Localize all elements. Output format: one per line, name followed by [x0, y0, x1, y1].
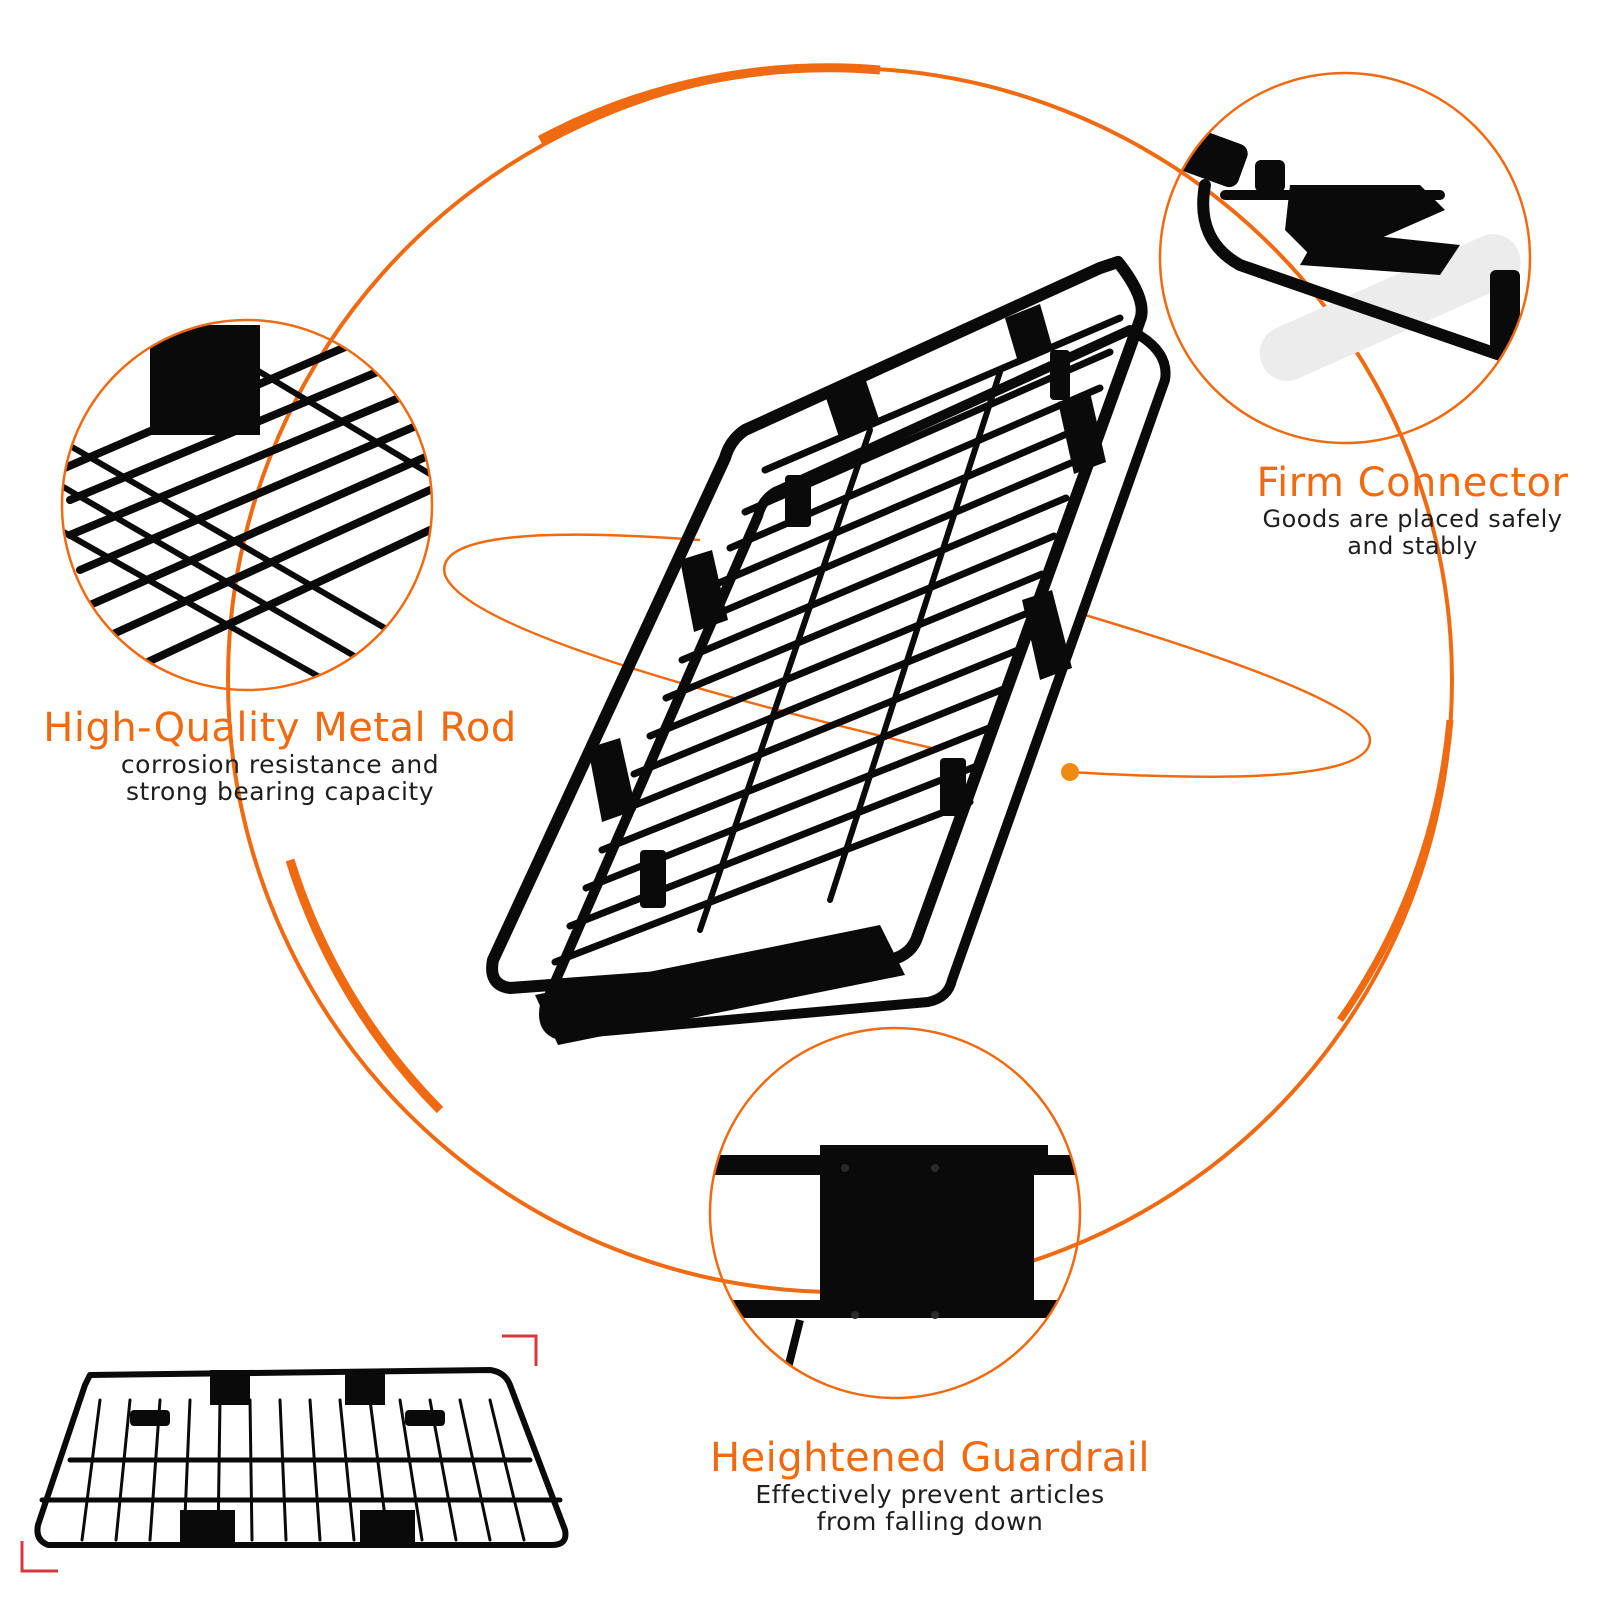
- guardrail-closeup: [708, 1026, 1082, 1400]
- feature-desc: from falling down: [816, 1507, 1044, 1536]
- metal-rod-closeup: [60, 318, 434, 692]
- feature-desc: Goods are placed safely: [1262, 505, 1563, 533]
- feature-title: Firm Connector: [1256, 460, 1569, 506]
- connector-closeup: [1158, 71, 1532, 445]
- feature-heightened-guardrail: Heightened Guardrail Effectively prevent…: [650, 1435, 1210, 1535]
- cargo-basket-main-image: [486, 256, 1171, 1045]
- orbit-dot: [1061, 763, 1079, 781]
- corner-mark: [20, 1334, 538, 1573]
- feature-title: High-Quality Metal Rod: [43, 705, 517, 751]
- orbit-ellipse: [442, 533, 1372, 779]
- cargo-basket-thumbnail: [34, 1367, 569, 1548]
- feature-desc: and stably: [1347, 532, 1478, 560]
- feature-firm-connector: Firm Connector Goods are placed safely a…: [1225, 460, 1600, 560]
- feature-desc: corrosion resistance and: [120, 750, 440, 779]
- decorative-ring: [226, 63, 1454, 1294]
- feature-title: Heightened Guardrail: [709, 1435, 1151, 1481]
- feature-desc: Effectively prevent articles: [755, 1480, 1105, 1509]
- feature-metal-rod: High-Quality Metal Rod corrosion resista…: [10, 705, 550, 805]
- feature-desc: strong bearing capacity: [125, 777, 434, 806]
